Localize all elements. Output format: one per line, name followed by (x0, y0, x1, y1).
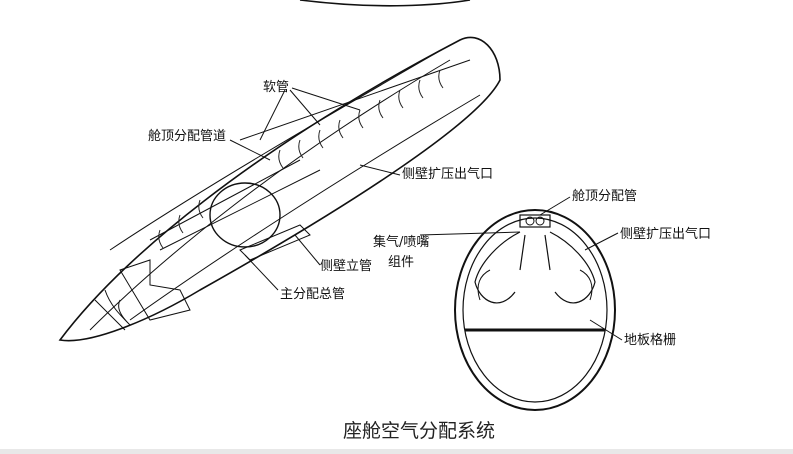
bottom-strip (0, 449, 793, 454)
label-main-manifold: 主分配总管 (280, 287, 346, 302)
cross-section (454, 209, 616, 411)
label-plenum-nozzle-assembly: 组件 (388, 255, 415, 270)
label-hose: 软管 (263, 80, 290, 95)
figure-caption: 座舱空气分配系统 (343, 420, 496, 442)
label-floor-grille: 地板格栅 (624, 333, 677, 348)
label-sidewall-outlet-right: 侧壁扩压出气口 (620, 227, 712, 242)
label-sidewall-outlet-left: 侧壁扩压出气口 (402, 167, 494, 182)
label-ceiling-pipe: 舱顶分配管 (572, 189, 638, 204)
hose-ribs (158, 69, 444, 249)
fuselage-cutaway (58, 0, 501, 342)
label-ceiling-duct: 舱顶分配管道 (148, 129, 227, 144)
leader-lines (229, 87, 623, 341)
label-sidewall-riser: 侧壁立管 (320, 259, 373, 274)
label-plenum-nozzle: 集气/喷嘴 (373, 235, 430, 250)
